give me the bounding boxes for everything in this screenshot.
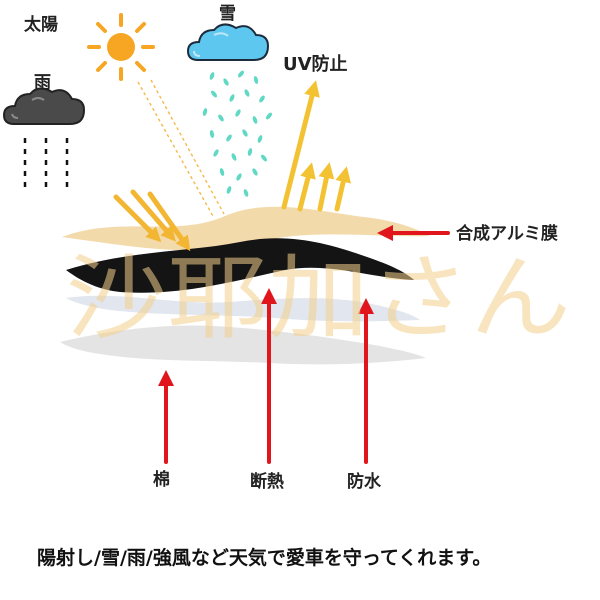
snow-flakes xyxy=(202,70,272,197)
rain-drops xyxy=(23,138,69,188)
caption-text: 陽射し/雪/雨/強風など天気で愛車を守ってくれます。 xyxy=(37,547,492,569)
cotton-layer xyxy=(60,325,426,365)
uv-protection-label: UV防止 xyxy=(283,54,348,75)
uv-reflect-arrows xyxy=(281,80,352,212)
pointer-arrows xyxy=(158,225,450,464)
sun-ray-lines xyxy=(137,79,225,219)
waterproof-label: 防水 xyxy=(347,472,381,492)
rain-label: 雨 xyxy=(34,73,51,93)
cotton-label: 棉 xyxy=(153,470,170,490)
watermark: 沙耶加さん xyxy=(66,245,571,352)
waterproof-layer xyxy=(66,295,420,322)
sun-icon xyxy=(87,13,155,81)
rain-cloud-icon xyxy=(2,87,86,125)
aluminum-film-label: 合成アルミ膜 xyxy=(456,224,558,244)
sun-label: 太陽 xyxy=(24,15,58,35)
heat-insulation-label: 断熱 xyxy=(250,472,284,492)
incoming-sun-arrows xyxy=(113,189,191,252)
snow-label: 雪 xyxy=(219,4,236,24)
snow-cloud-icon xyxy=(186,23,270,61)
insulation-layer xyxy=(66,238,414,293)
